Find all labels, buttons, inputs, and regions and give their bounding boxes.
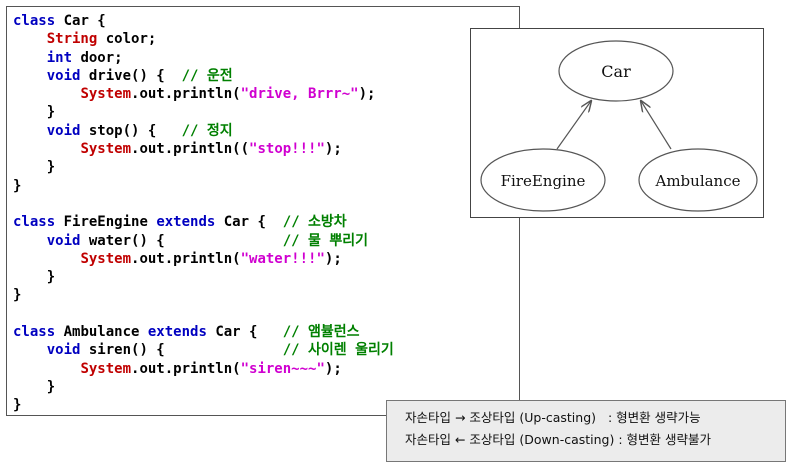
method-water: void water() { // 물 뿌리기 <box>46 232 368 249</box>
brace-close: } <box>46 104 56 121</box>
node-ambulance-label: Ambulance <box>655 172 741 190</box>
arrow-fireengine-to-car <box>556 101 591 150</box>
brace-close: } <box>46 378 56 395</box>
drive-println: System.out.println("drive, Brrr~"); <box>80 86 376 103</box>
class-end-brace: } <box>13 177 22 194</box>
node-ambulance <box>638 148 758 212</box>
method-stop: void stop() { // 정지 <box>46 122 233 139</box>
method-drive: void drive() { // 운전 <box>46 67 233 84</box>
comment-fireengine: // 소방차 <box>282 214 347 231</box>
comment-ambulance: // 앰뷸런스 <box>282 324 360 341</box>
brace-close: } <box>46 159 56 176</box>
field-color: String color; <box>46 31 157 48</box>
casting-note: 자손타입 → 조상타입 (Up-casting) : 형변환 생략가능 자손타입… <box>386 400 786 462</box>
class-ambulance-declaration: class Ambulance extends Car { // 앰뷸런스 <box>13 324 360 341</box>
comment-water: // 물 뿌리기 <box>282 232 368 249</box>
comment-drive: // 운전 <box>181 67 233 84</box>
method-siren: void siren() { // 사이렌 울리기 <box>46 342 394 359</box>
field-door: int door; <box>46 49 123 66</box>
siren-println: System.out.println("siren~~~"); <box>80 360 342 377</box>
class-end-brace: } <box>13 397 22 414</box>
note-downcasting: 자손타입 ← 조상타입 (Down-casting) : 형변환 생략불가 <box>405 432 711 447</box>
inheritance-diagram: Car FireEngine Ambulance <box>470 28 764 218</box>
class-car-declaration: class Car { <box>13 13 106 29</box>
brace-close: } <box>46 269 56 286</box>
comment-stop: // 정지 <box>181 122 233 139</box>
class-fireengine-declaration: class FireEngine extends Car { // 소방차 <box>13 214 347 231</box>
note-upcasting: 자손타입 → 조상타입 (Up-casting) : 형변환 생략가능 <box>405 410 701 425</box>
arrow-ambulance-to-car <box>641 101 672 150</box>
node-car-label: Car <box>601 62 631 81</box>
node-fireengine <box>480 148 606 212</box>
inheritance-diagram-svg: Car FireEngine Ambulance <box>480 40 758 212</box>
class-end-brace: } <box>13 287 22 304</box>
node-fireengine-label: FireEngine <box>501 172 586 190</box>
water-println: System.out.println("water!!!"); <box>80 250 342 267</box>
comment-siren: // 사이렌 울리기 <box>282 342 394 359</box>
stop-println: System.out.println(("stop!!!"); <box>80 141 342 158</box>
code-panel: class Car { String color; int door; void… <box>6 6 520 416</box>
node-car <box>558 40 674 102</box>
code-listing: class Car { String color; int door; void… <box>13 12 394 415</box>
